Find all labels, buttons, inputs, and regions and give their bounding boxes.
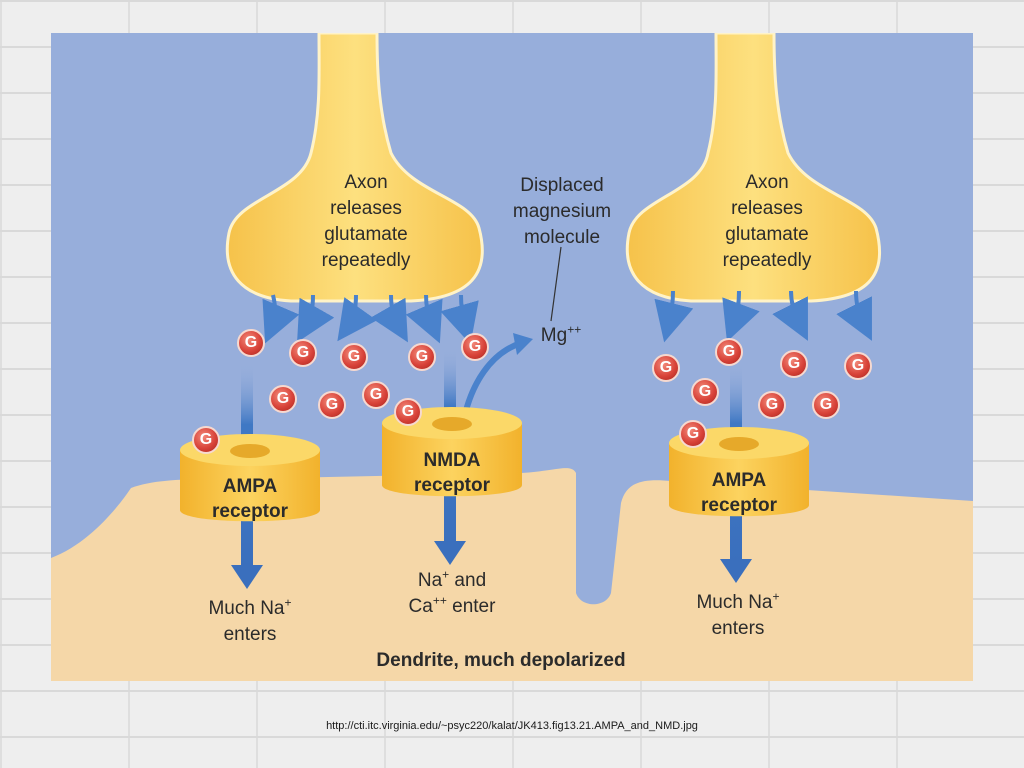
glutamate-molecule: G bbox=[652, 354, 680, 382]
glutamate-molecule: G bbox=[780, 350, 808, 378]
right-sodium-entry-label: Much Na+ enters bbox=[696, 589, 780, 639]
left-sodium-entry-label: Much Na+ enters bbox=[208, 595, 292, 645]
middle-sodium-calcium-entry-label: Na+ and Ca++ enter bbox=[408, 567, 496, 617]
mg-pointer-line bbox=[550, 246, 562, 322]
glutamate-molecule: G bbox=[461, 333, 489, 361]
mg-arrowhead bbox=[513, 333, 533, 355]
right-channel-arrowhead bbox=[720, 559, 752, 583]
right-axon-terminal bbox=[625, 33, 882, 303]
dendrite-label: Dendrite, much depolarized bbox=[376, 650, 626, 671]
glutamate-molecule: G bbox=[362, 381, 390, 409]
glutamate-molecule: G bbox=[812, 391, 840, 419]
displaced-magnesium-label: Displaced magnesium molecule bbox=[512, 175, 612, 248]
right-release-arrows bbox=[654, 290, 872, 343]
left-ampa-label: AMPA receptor bbox=[211, 476, 289, 522]
glutamate-molecule: G bbox=[758, 391, 786, 419]
glutamate-molecule: G bbox=[844, 352, 872, 380]
glutamate-molecule: G bbox=[192, 426, 220, 454]
synapse-diagram: G G G G G G G G G G G G G G G G G G Axon… bbox=[51, 33, 973, 681]
glutamate-molecule: G bbox=[289, 339, 317, 367]
glutamate-molecule: G bbox=[408, 343, 436, 371]
glutamate-molecule: G bbox=[715, 338, 743, 366]
middle-channel-arrowhead bbox=[434, 541, 466, 565]
left-release-arrows bbox=[262, 294, 479, 345]
glutamate-molecule: G bbox=[318, 391, 346, 419]
glutamate-molecule: G bbox=[237, 329, 265, 357]
glutamate-molecule: G bbox=[269, 385, 297, 413]
dendrite-shape bbox=[51, 468, 973, 681]
mg-label: Mg++ bbox=[540, 322, 582, 346]
right-ampa-label: AMPA receptor bbox=[700, 470, 778, 516]
right-axon-label: Axon releases glutamate repeatedly bbox=[722, 172, 812, 271]
glutamate-molecule: G bbox=[691, 378, 719, 406]
glutamate-molecule: G bbox=[679, 420, 707, 448]
left-ampa-receptor-shape bbox=[180, 434, 320, 522]
left-channel-arrowhead bbox=[231, 565, 263, 589]
nmda-label: NMDA receptor bbox=[413, 450, 491, 496]
left-axon-label: Axon releases glutamate repeatedly bbox=[321, 172, 411, 271]
glutamate-molecule: G bbox=[394, 398, 422, 426]
diagram-shapes bbox=[51, 33, 973, 681]
glutamate-molecule: G bbox=[340, 343, 368, 371]
image-source-caption: http://cti.itc.virginia.edu/~psyc220/kal… bbox=[326, 720, 698, 732]
